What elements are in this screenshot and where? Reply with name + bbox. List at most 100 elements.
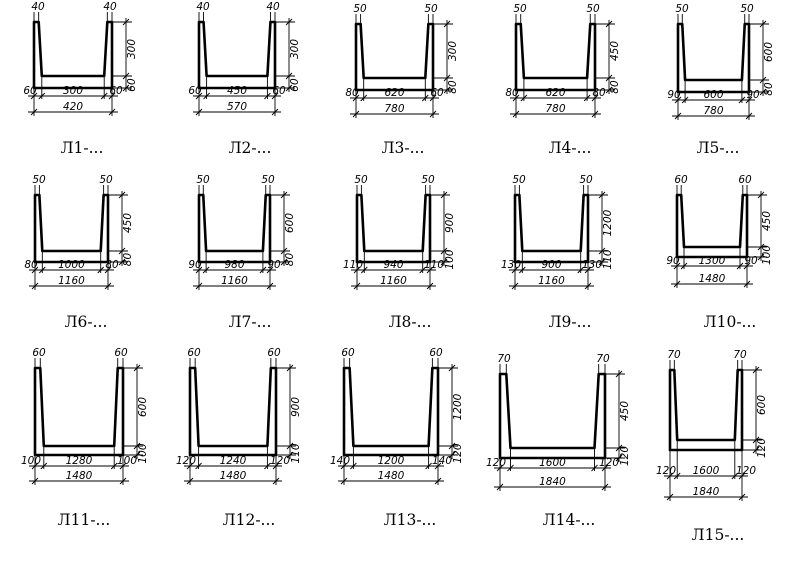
total-width: 1480 xyxy=(378,470,405,482)
bottom-wall-width-left: 120 xyxy=(176,455,196,467)
top-wall-width-right: 60 xyxy=(267,347,281,359)
top-wall-width-right: 60 xyxy=(114,347,128,359)
profile-caption: Л9-... xyxy=(549,313,592,331)
tray-section xyxy=(33,366,125,457)
profile-caption: Л3-... xyxy=(382,139,425,157)
bottom-wall-width-right: 80 xyxy=(105,259,119,271)
tray-section xyxy=(675,193,749,259)
tick xyxy=(605,20,613,28)
tick xyxy=(272,477,280,485)
tick xyxy=(119,477,127,485)
tick xyxy=(448,451,456,459)
profile-caption: Л14-... xyxy=(543,511,596,529)
tick xyxy=(280,191,288,199)
bottom-wall-width-right: 140 xyxy=(432,455,452,467)
inner-width: 900 xyxy=(541,259,561,271)
tick xyxy=(421,94,429,102)
tick xyxy=(680,262,688,270)
tick xyxy=(419,266,427,274)
tick xyxy=(350,462,357,470)
total-width: 1480 xyxy=(66,470,93,482)
total-width: 1840 xyxy=(539,476,566,488)
floor-thickness: 120 xyxy=(756,438,768,458)
wall-height: 300 xyxy=(126,39,138,59)
top-wall-width-right: 60 xyxy=(738,174,752,186)
tray-section xyxy=(33,193,110,264)
bottom-wall-width-right: 130 xyxy=(582,259,602,271)
top-wall-width-right: 50 xyxy=(421,174,435,186)
tray-section xyxy=(676,22,751,94)
inner-width: 1240 xyxy=(220,455,247,467)
bottom-wall-width-right: 60 xyxy=(272,85,286,97)
tick xyxy=(285,18,293,26)
wall-height: 1200 xyxy=(452,393,464,420)
tick xyxy=(353,282,361,290)
inner-width: 620 xyxy=(545,87,565,99)
tick xyxy=(110,462,118,470)
profile-caption: Л10-... xyxy=(704,313,757,331)
tick xyxy=(759,88,767,96)
bottom-wall-width-right: 80 xyxy=(592,87,606,99)
tick xyxy=(285,72,293,80)
profile-caption: Л2-... xyxy=(229,139,272,157)
tick xyxy=(757,253,765,261)
top-wall-width-right: 50 xyxy=(261,174,275,186)
tick xyxy=(601,483,609,491)
wall-height: 600 xyxy=(137,397,149,417)
tick xyxy=(352,94,360,102)
tick xyxy=(434,462,442,470)
profile-caption: Л5-... xyxy=(697,139,740,157)
tick xyxy=(195,462,202,470)
top-wall-width-right: 50 xyxy=(424,3,438,15)
total-width: 570 xyxy=(227,101,247,113)
floor-thickness: 80 xyxy=(763,82,775,96)
tick xyxy=(426,266,434,274)
tray-section xyxy=(668,368,744,452)
bottom-wall-width-left: 90 xyxy=(188,259,202,271)
tick xyxy=(122,84,130,92)
tray-section xyxy=(513,193,590,264)
tick xyxy=(520,94,528,102)
bottom-wall-width-right: 60 xyxy=(109,85,123,97)
tick xyxy=(286,442,294,450)
floor-thickness: 80 xyxy=(122,253,134,267)
tick xyxy=(615,370,623,378)
tick xyxy=(738,493,746,501)
tick xyxy=(360,94,368,102)
tick xyxy=(104,266,112,274)
tick xyxy=(512,110,520,118)
tick xyxy=(271,108,279,116)
tick xyxy=(280,247,288,255)
tick xyxy=(674,112,682,120)
tick xyxy=(266,266,274,274)
top-wall-width-left: 50 xyxy=(675,3,689,15)
top-wall-width-right: 70 xyxy=(733,349,747,361)
bottom-wall-width-right: 100 xyxy=(117,455,137,467)
tick xyxy=(736,262,744,270)
tick xyxy=(353,266,361,274)
top-wall-width-right: 50 xyxy=(579,174,593,186)
profile-caption: Л12-... xyxy=(223,511,276,529)
inner-width: 1200 xyxy=(378,455,405,467)
total-width: 780 xyxy=(545,103,565,115)
inner-width: 940 xyxy=(383,259,403,271)
floor-thickness: 80 xyxy=(447,80,459,94)
wall-height: 300 xyxy=(447,41,459,61)
bottom-wall-width-left: 90 xyxy=(667,89,681,101)
bottom-wall-width-left: 120 xyxy=(656,465,676,477)
tray-section xyxy=(32,20,114,90)
top-wall-width-right: 40 xyxy=(266,1,280,13)
tick xyxy=(259,266,267,274)
tick xyxy=(118,191,126,199)
tick xyxy=(448,364,456,372)
top-wall-width-left: 50 xyxy=(353,3,367,15)
tick xyxy=(186,462,194,470)
bottom-wall-width-left: 80 xyxy=(24,259,38,271)
